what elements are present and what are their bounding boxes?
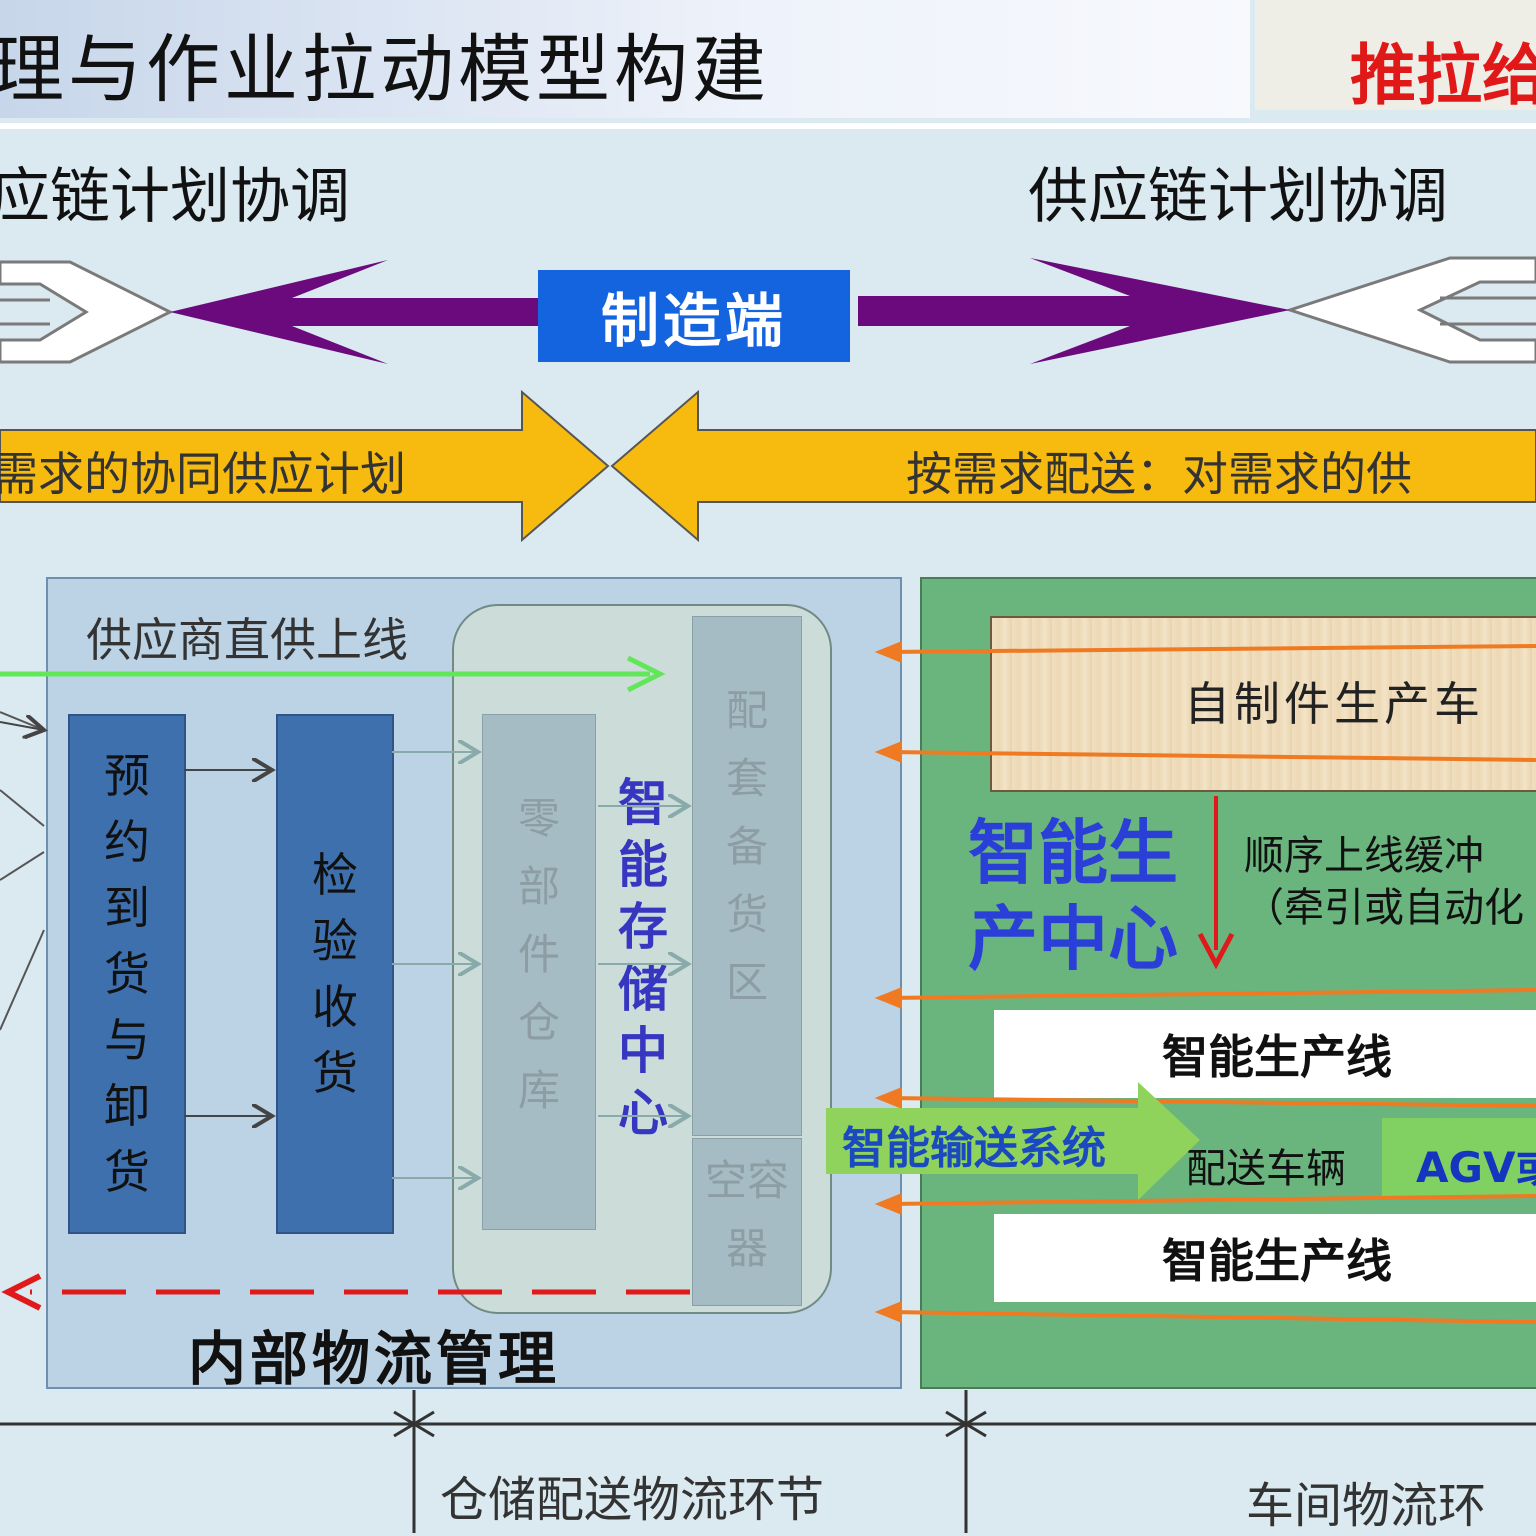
box2-char: 货 [312,1046,358,1100]
buffer-line: 顺序上线缓冲 [1244,833,1484,879]
buffer-line: （牵引或自动化 [1244,885,1524,931]
yellow-arrow-right [610,389,1536,543]
inspection-receiving-box: 检 验 收 货 [276,714,394,1234]
page-title: 理与作业拉动模型构建 [0,27,770,113]
delivery-vehicle-label: 配送车辆 [1186,1146,1346,1192]
parts-char: 库 [517,1066,560,1115]
parts-char: 仓 [517,998,560,1047]
yellow-right-label: 按需求配送：对需求的供 [906,447,1412,501]
smart-storage-char: 心 [618,1084,668,1142]
kitting-char: 套 [725,754,768,803]
smart-center-line: 产中心 [968,898,1178,980]
manufacturing-label: 制造端 [538,270,850,362]
workshop-logistics-segment-label: 车间物流环 [1246,1478,1487,1534]
parts-char: 部 [517,862,560,911]
purple-arrow-right [858,258,1290,364]
kitting-area-box: 配 套 备 货 区 [692,616,802,1136]
kitting-char: 货 [725,890,768,939]
left-fork-icon [0,260,174,364]
supply-chain-left-label: 应链计划协调 [0,162,350,232]
smart-production-center-label: 智能生 产中心 [968,810,1178,982]
supply-chain-right-label: 供应链计划协调 [1028,162,1448,232]
production-line-label: 智能生产线 [1162,1030,1392,1084]
parts-warehouse-box: 零 部 件 仓 库 [482,714,596,1230]
smart-storage-char: 智 [618,774,668,832]
kitting-char: 区 [725,958,768,1007]
warehouse-logistics-segment-label: 仓储配送物流环节 [440,1472,825,1528]
empty-containers-text: 空容 [704,1156,789,1205]
box1-char: 与 [104,1013,150,1067]
orange-flow-lines [874,641,1536,1324]
supplier-direct-label: 供应商直供上线 [86,613,408,667]
box1-char: 货 [104,947,150,1001]
smart-storage-char: 存 [618,898,668,956]
self-made-workshop-label: 自制件生产车 [1184,677,1484,731]
box1-char: 货 [104,1145,150,1199]
box1-char: 预 [104,749,150,803]
box2-char: 验 [312,914,358,968]
box1-char: 卸 [104,1079,150,1133]
conveyor-system-label: 智能输送系统 [842,1123,1106,1174]
smart-storage-center-label: 智 能 存 储 中 心 [612,772,674,1144]
box1-char: 到 [104,881,150,935]
smart-storage-char: 能 [618,836,668,894]
yellow-left-label: 需求的协同供应计划 [0,447,406,501]
empty-containers-box: 空容 器 [692,1138,802,1306]
appointment-unloading-box: 预 约 到 货 与 卸 货 [68,714,186,1234]
right-fork-icon [1285,256,1536,364]
corner-title: 推拉给 [1350,36,1536,114]
sequence-buffer-label: 顺序上线缓冲 （牵引或自动化 [1244,830,1524,934]
parts-char: 件 [517,930,560,979]
smart-storage-char: 中 [618,1022,668,1080]
yellow-arrow-left [0,389,610,543]
box2-char: 收 [312,980,358,1034]
sequence-down-arrow [1197,796,1235,970]
kitting-char: 配 [725,686,768,735]
supplier-direct-arrow [0,655,666,693]
empty-containers-text: 器 [725,1224,768,1273]
smart-production-line-2: 智能生产线 [994,1214,1536,1302]
internal-logistics-title: 内部物流管理 [188,1325,561,1393]
bottom-timeline [0,1390,1536,1533]
header-bar [0,0,1250,118]
corner-panel [1255,0,1536,110]
purple-arrow-left [170,260,540,364]
box2-char: 检 [312,848,358,902]
agv-box [1382,1118,1536,1196]
production-line-label: 智能生产线 [1162,1234,1392,1288]
parts-char: 零 [517,794,560,843]
box1-char: 约 [104,815,150,869]
flow-arrows [0,722,688,1178]
smart-center-line: 智能生 [968,812,1178,894]
agv-label: AGV或 [1416,1143,1536,1192]
empty-container-return-arrow [1,1273,690,1311]
smart-storage-char: 储 [618,960,668,1018]
kitting-char: 备 [725,822,768,871]
conveyor-arrow [826,1082,1200,1200]
smart-production-line-1: 智能生产线 [994,1010,1536,1098]
